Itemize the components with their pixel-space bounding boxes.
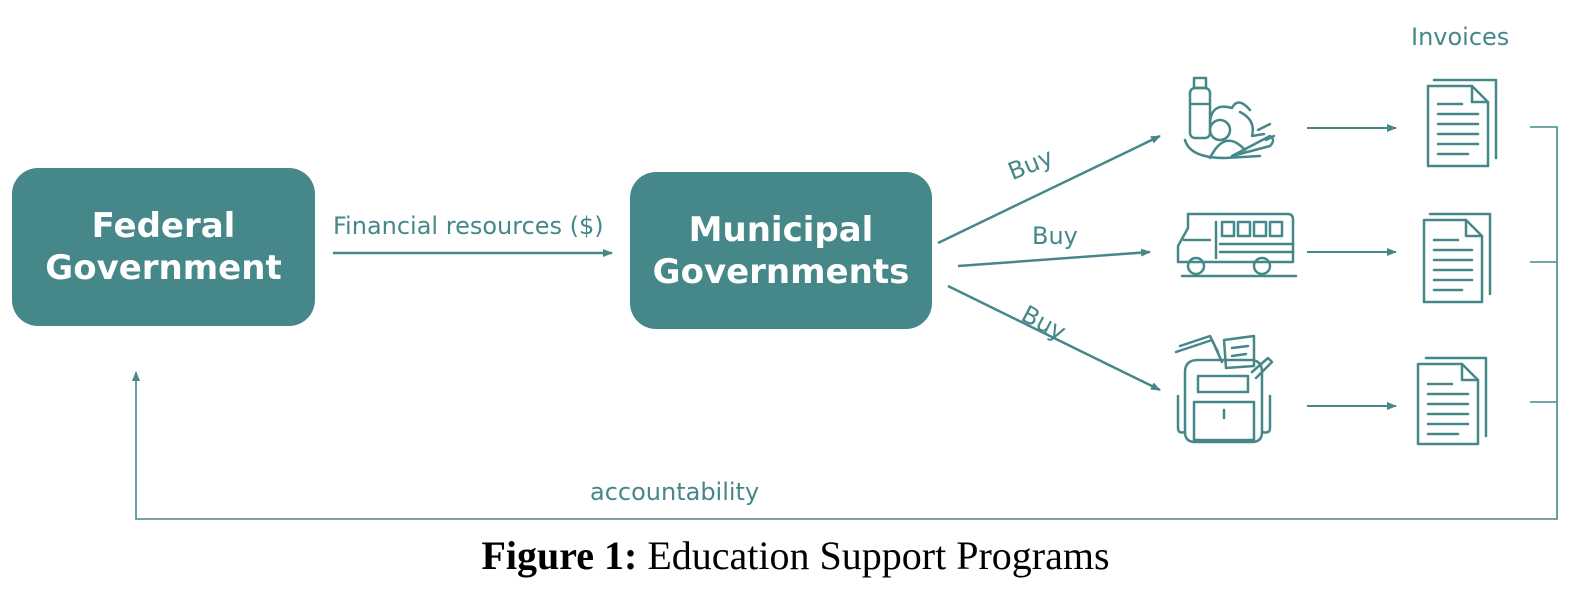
buy-label-transport: Buy	[1032, 222, 1078, 250]
invoice-icon-1	[1426, 78, 1498, 168]
figure-caption: Figure 1: Education Support Programs	[0, 532, 1591, 579]
municipal-governments-node: Municipal Governments	[630, 172, 932, 329]
figure-title: Education Support Programs	[637, 533, 1110, 578]
school-bus-icon	[1176, 212, 1298, 278]
accountability-bracket	[132, 126, 1558, 520]
groceries-icon	[1183, 76, 1276, 160]
buy-arrow-transport	[957, 248, 1151, 268]
municipal-line2: Governments	[652, 251, 910, 292]
accountability-label: accountability	[590, 478, 760, 506]
financial-resources-label: Financial resources ($)	[333, 212, 604, 240]
invoice-icon-3	[1416, 356, 1488, 446]
figure-number: Figure 1:	[481, 533, 638, 578]
invoice-icon-2	[1422, 212, 1492, 304]
buy-arrow-food	[937, 134, 1161, 245]
buy-arrow-supplies	[947, 284, 1161, 392]
invoices-label: Invoices	[1411, 23, 1510, 51]
federal-line2: Government	[45, 248, 282, 288]
federal-line1: Federal	[91, 206, 236, 246]
municipal-line1: Municipal	[688, 209, 874, 250]
federal-government-node: Federal Government	[12, 168, 315, 326]
backpack-icon	[1174, 334, 1274, 444]
